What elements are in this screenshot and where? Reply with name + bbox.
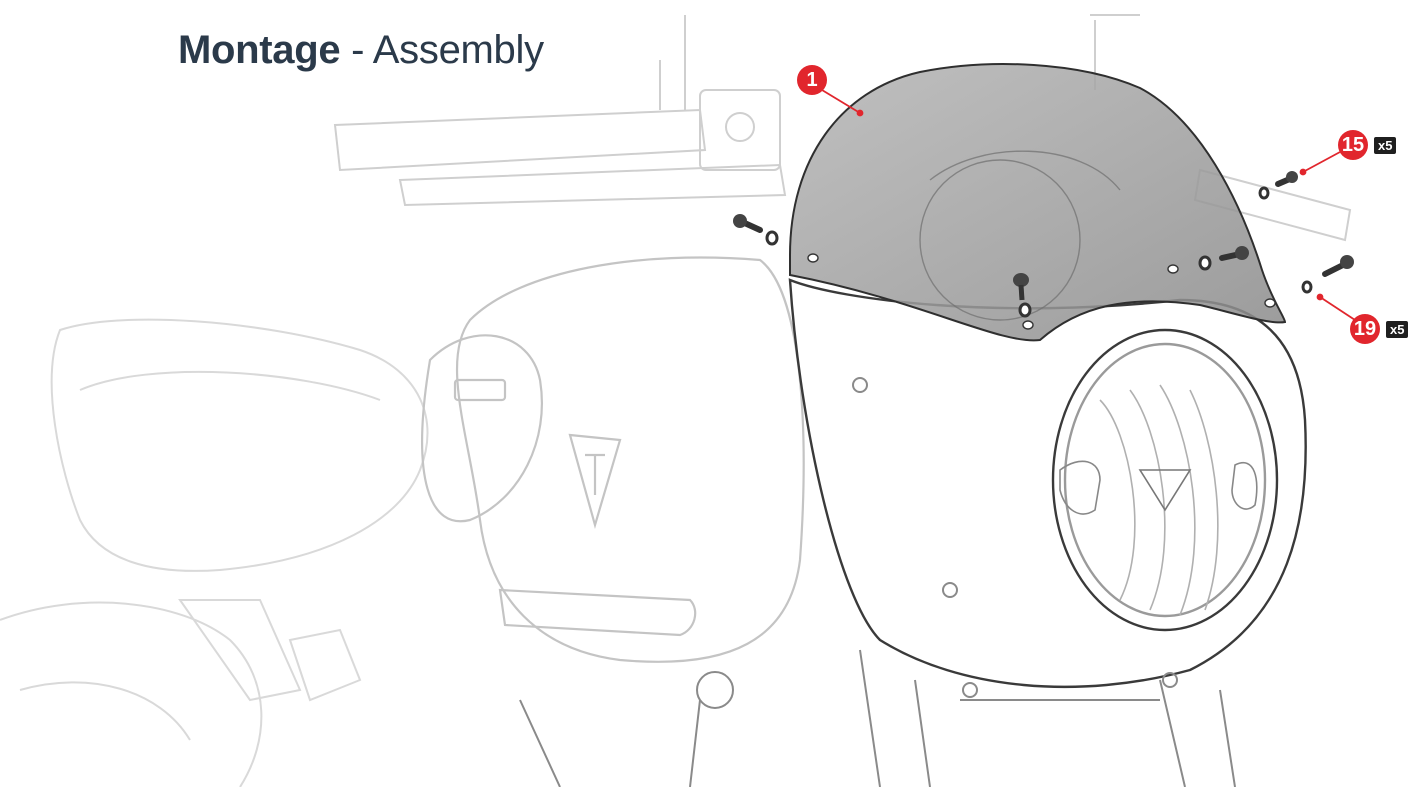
title-english: Assembly bbox=[372, 28, 544, 72]
screws-center bbox=[1013, 273, 1032, 318]
headlight-bowl bbox=[788, 278, 1307, 689]
quantity-badge: x5 bbox=[1386, 320, 1409, 338]
handlebar-outline bbox=[333, 14, 1352, 242]
motorcycle-rear-outline bbox=[0, 318, 429, 787]
callout-part-15: 15 x5 bbox=[1338, 130, 1397, 160]
fuel-tank-outline bbox=[421, 256, 805, 663]
fork-outline bbox=[519, 377, 1236, 787]
callout-part-19: 19 x5 bbox=[1350, 314, 1409, 344]
callout-number: 1 bbox=[797, 65, 827, 95]
screws-right-lower bbox=[1301, 255, 1354, 294]
fly-screen bbox=[789, 63, 1287, 342]
callout-number: 19 bbox=[1350, 314, 1380, 344]
screws-left bbox=[733, 214, 779, 246]
callout-number: 15 bbox=[1338, 130, 1368, 160]
screws-right-inner bbox=[1198, 246, 1249, 271]
callout-part-1: 1 bbox=[797, 65, 827, 95]
title-separator: - bbox=[340, 28, 373, 72]
title-german: Montage bbox=[178, 28, 341, 72]
fly-screen-reflection bbox=[919, 150, 1121, 321]
quantity-badge: x5 bbox=[1374, 136, 1397, 154]
screws-right-upper bbox=[1258, 171, 1298, 200]
page-title: Montage - Assembly bbox=[178, 28, 544, 73]
mounting-holes bbox=[807, 253, 1276, 330]
headlight-lens-detail bbox=[1059, 384, 1258, 616]
leader-lines bbox=[821, 89, 1356, 321]
